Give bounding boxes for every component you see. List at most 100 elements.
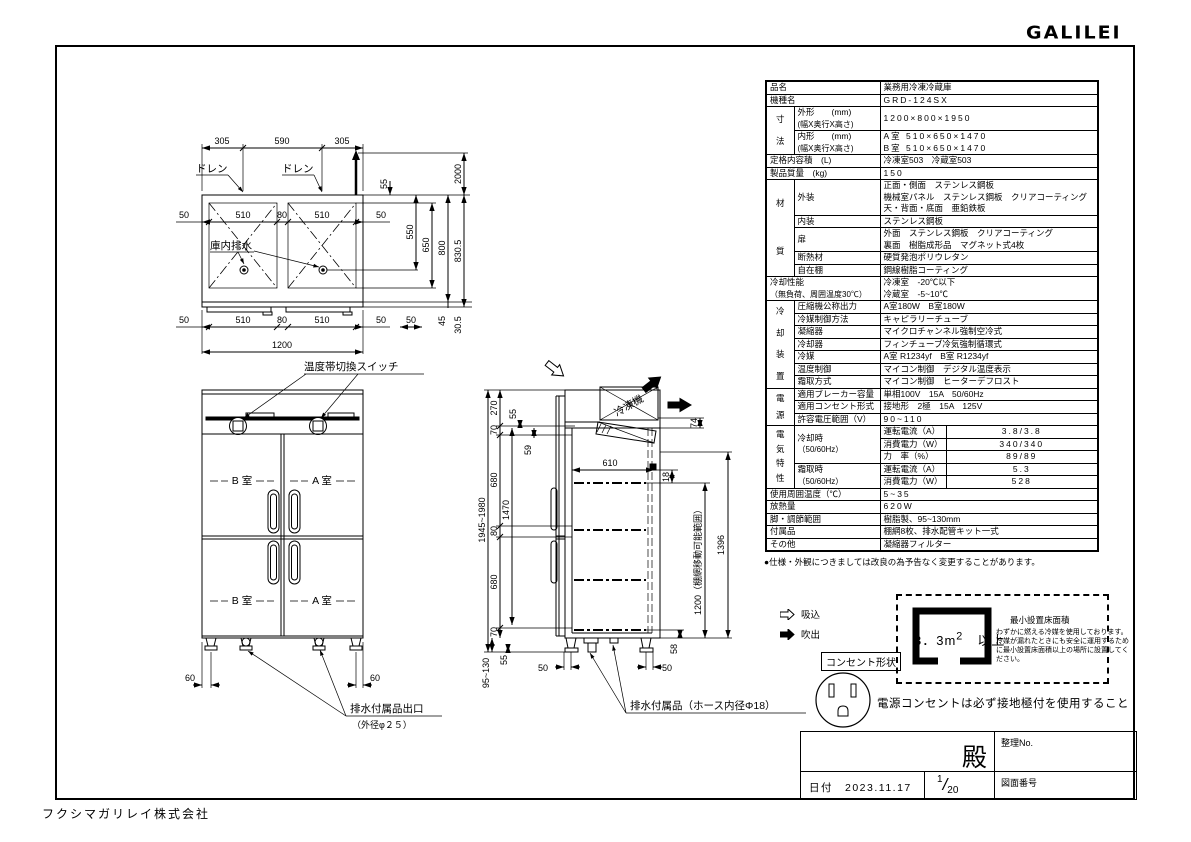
spec-value: GRD-124SX	[879, 93, 1099, 107]
control-number-label: 整理No.	[1001, 738, 1034, 748]
spec-value: キャピラリーチューブ	[879, 312, 1099, 326]
front-view-labels: 温度帯切換スイッチ B 室 A 室 B 室 A 室 60 60 排水付属品出口 …	[185, 360, 424, 730]
dim-label: 55	[499, 655, 509, 665]
top-view	[176, 144, 472, 355]
spec-value: 硬質発泡ポリウレタン	[879, 251, 1099, 265]
dim-label: 680	[489, 574, 499, 589]
legend-label: 吸込	[801, 610, 821, 621]
dim-label: 610	[602, 458, 617, 468]
spec-label: 使用周囲温度（℃）	[765, 487, 881, 501]
plug-diagram	[815, 672, 871, 728]
table-row: 冷媒制御方法キャピラリーチューブ	[766, 312, 1099, 326]
plug-ground-pin	[837, 705, 849, 717]
dim-label: 55	[379, 179, 389, 189]
dim-label: 830.5	[453, 240, 463, 263]
dim-label: 1945~1980	[477, 497, 487, 542]
group-dimensions: 寸法	[765, 106, 795, 155]
spec-label: 放熱量	[765, 500, 881, 514]
spec-value: ステンレス鋼板	[879, 214, 1099, 228]
sheet-number: 1/20	[937, 774, 959, 796]
dim-label: 55	[508, 409, 518, 419]
table-row: 使用周囲温度（℃）5~35	[765, 487, 1099, 501]
spec-sublabel: 運転電流（A）	[879, 425, 947, 439]
table-row: 霜取方式マイコン制御 ヒーターデフロスト	[766, 375, 1099, 389]
group-cooling: 冷却装置	[765, 300, 795, 389]
spec-value: マイクロチャンネル強制空冷式	[879, 325, 1099, 339]
spec-value: 620W	[879, 500, 1099, 514]
spec-value: 外面 ステンレス鋼板 クリアコーティング裏面 樹脂成形品 マグネット式4枚	[879, 227, 1099, 252]
spec-label: 冷却時（50/60Hz）	[793, 425, 881, 464]
spec-value: 樹脂製、95~130mm	[879, 512, 1099, 526]
suction-arrow-icon	[780, 608, 795, 620]
spec-label: 適用ブレーカー容量	[793, 387, 881, 401]
drawing-number-label: 図面番号	[1001, 778, 1038, 788]
dim-label: 50	[179, 315, 189, 325]
dim-label: 80	[489, 526, 499, 536]
group-power: 電源	[765, 387, 795, 426]
spec-label: 製品質量 (kg)	[765, 166, 881, 180]
legend-blowout: 吹出	[780, 627, 820, 641]
dim-label: 59	[523, 445, 533, 455]
min-area-value: 3．3m2 以上	[914, 630, 1006, 648]
spec-sublabel: 力 率（%）	[879, 450, 947, 464]
drain-outlet-label: 排水付属品出口	[350, 702, 424, 715]
spec-label: 外装	[793, 179, 881, 216]
spec-label: 脚・調節範囲	[765, 512, 881, 526]
table-row: 凝縮器マイクロチャンネル強制空冷式	[766, 325, 1099, 339]
spec-label: 霜取方式	[793, 375, 881, 389]
spec-value: 正面・側面 ステンレス鋼板機械室パネル ステンレス鋼板 クリアコーティング天・背…	[879, 179, 1099, 216]
side-view-labels: 冷凍機 610 18 1200（棚網移動可能範囲） 1396 58 74 270…	[477, 392, 776, 712]
spec-label: 凝縮器	[793, 325, 881, 339]
machine-label: 冷凍機	[612, 392, 646, 419]
spec-value: 凝縮器フィルター	[879, 537, 1099, 552]
spec-value: 3.8/3.8	[945, 425, 1099, 439]
dim-label: 45	[437, 316, 447, 326]
table-row: 製品質量 (kg)150	[765, 166, 1099, 180]
spec-label: 冷媒制御方法	[793, 312, 881, 326]
table-row: 内装ステンレス鋼板	[766, 214, 1099, 228]
front-view	[193, 373, 442, 717]
blowout-arrow-icon	[780, 628, 795, 640]
dim-label: 590	[274, 136, 289, 146]
dim-label: 95~130	[481, 658, 491, 688]
spec-label: 圧縮機公称出力	[793, 300, 881, 314]
dim-label: 305	[214, 136, 229, 146]
spec-value: 150	[879, 166, 1099, 180]
dim-label: 1200	[272, 340, 292, 350]
dim-label: 800	[437, 240, 447, 255]
dim-label: 305	[334, 136, 349, 146]
spec-label: 断熱材	[793, 251, 881, 265]
spec-label: 内形 (mm)(幅X奥行X高さ)	[793, 130, 881, 155]
date: 日付 2023.11.17	[809, 782, 912, 794]
spec-sublabel: 運転電流（A）	[879, 462, 947, 476]
dim-label: 70	[489, 425, 499, 435]
spec-label: 霜取時（50/60Hz）	[793, 462, 881, 489]
door-label: B 室	[232, 594, 252, 607]
door-label: A 室	[312, 474, 332, 487]
spec-label: 機種名	[765, 93, 881, 107]
dim-label: 60	[185, 673, 195, 683]
dim-label: 50	[179, 210, 189, 220]
dim-label: 50	[662, 663, 672, 673]
dim-label: 510	[235, 315, 250, 325]
min-area-title: 最小設置床面積	[1010, 615, 1070, 625]
table-row: 電気特性 冷却時（50/60Hz） 運転電流（A）3.8/3.8	[765, 425, 1099, 489]
table-row: 適用コンセント形式接地形 2極 15A 125V	[766, 400, 1099, 414]
spec-value: 単相100V 15A 50/60Hz	[879, 387, 1099, 401]
side-view	[484, 359, 806, 714]
legend-label: 吹出	[801, 630, 821, 641]
table-row: 付属品棚網8枚、排水配管キット一式	[765, 525, 1099, 539]
sheet-border	[55, 45, 1135, 800]
spec-label: 付属品	[765, 525, 881, 539]
table-row: 寸法 外形 (mm)(幅X奥行X高さ) 1200×800×1950	[765, 106, 1099, 155]
min-area-text: わずかに燃える冷媒を使用しております。冷媒が漏れたときにも安全に運用するために最…	[996, 629, 1129, 663]
table-row: 断熱材硬質発泡ポリウレタン	[766, 251, 1099, 265]
dim-label: 1396	[716, 535, 726, 555]
dim-label: 510	[314, 315, 329, 325]
spec-label: 適用コンセント形式	[793, 400, 881, 414]
